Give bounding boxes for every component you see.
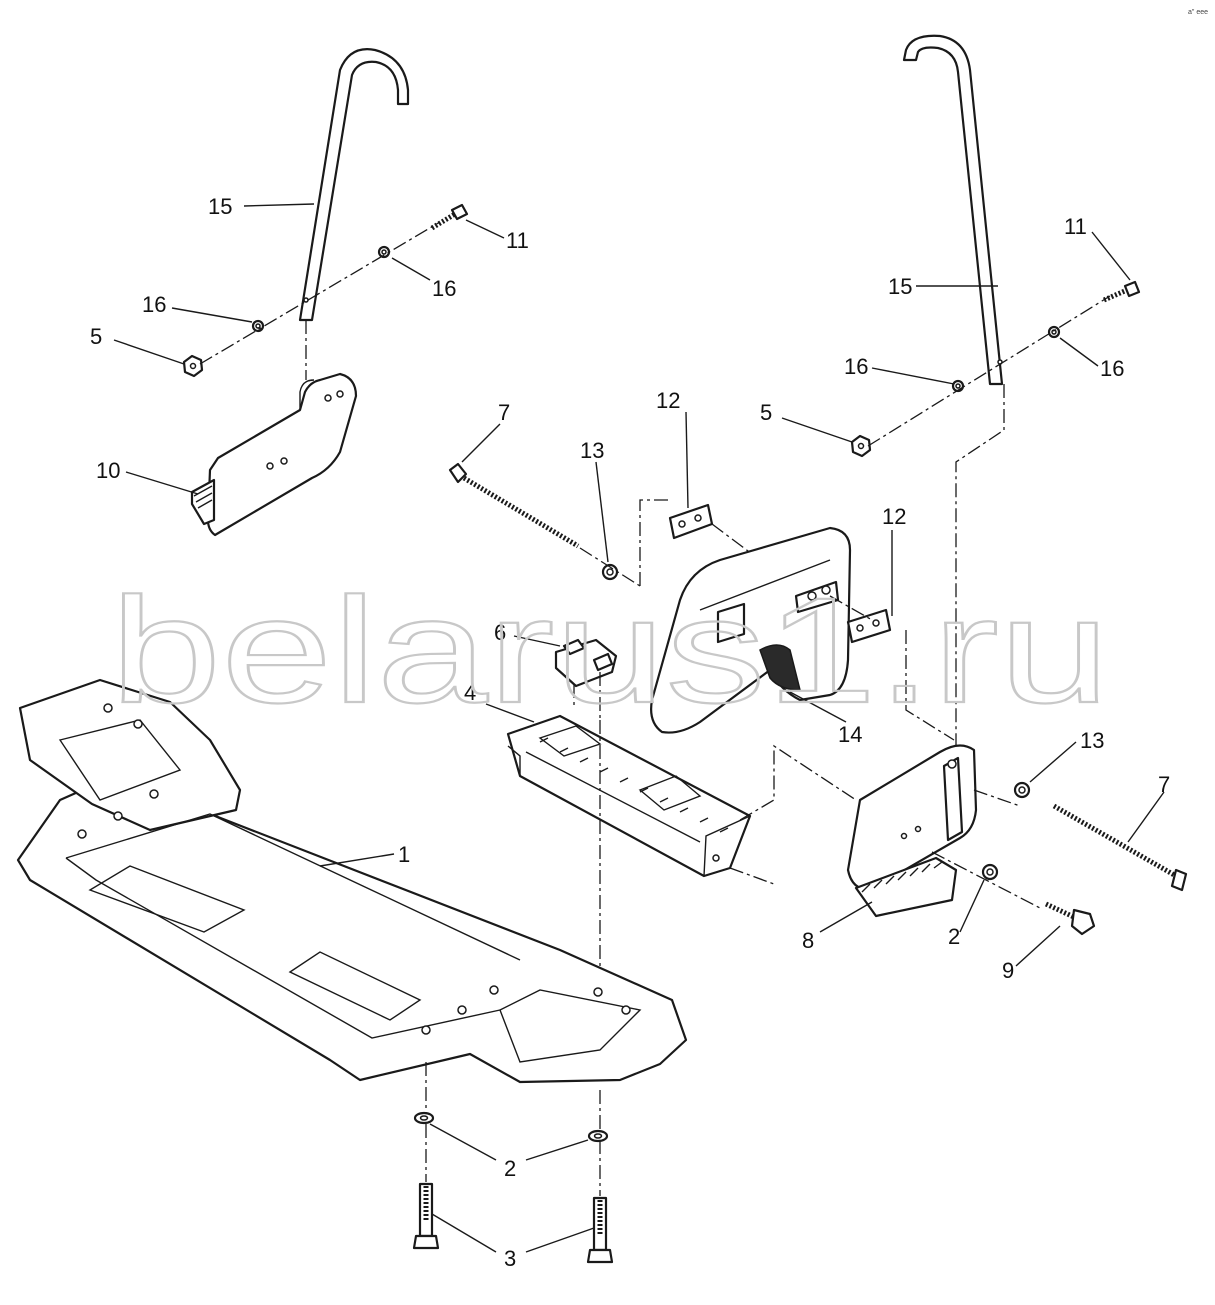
right-plate-to-bracket-axis [905,630,955,741]
step-to-right-bracket-axis [739,744,857,821]
callout-11-right: 11 [1064,214,1087,239]
callout-5-right: 5 [760,400,772,425]
callout-5-left: 5 [90,324,102,349]
callout-16-left-right: 16 [432,276,456,301]
callout-10: 10 [96,458,120,483]
callout-2-bottom: 2 [504,1156,516,1181]
callout-11-left: 11 [506,228,529,253]
left-bolt-part-11 [430,203,469,231]
left-bracket-part-10 [190,372,358,537]
callout-6: 6 [494,620,506,645]
callout-7-right: 7 [1158,772,1170,797]
right-bolt-part-11 [1103,280,1141,303]
callout-12-upper: 12 [656,388,680,413]
right-lower-bolt-axis [931,851,1041,909]
step-side-axis [729,867,775,885]
right-bracket-bolt-axis [973,789,1021,807]
callout-12-right: 12 [882,504,906,529]
right-long-bolt-part-7 [1052,803,1188,892]
callout-16-right-left: 16 [844,354,868,379]
clamp-part-6 [554,638,618,688]
right-rail-axis [955,384,1005,770]
step-cover-part-14 [650,526,852,734]
callout-14: 14 [838,722,862,747]
watermark-text: belarus1.ru [110,566,1110,734]
right-plate-part-12 [846,608,892,644]
base-frame-part-1 [16,678,688,1084]
center-bolt-axis [579,547,641,587]
callout-15-right: 15 [888,274,912,299]
corner-code: a" eee [1188,9,1208,16]
callout-3: 3 [504,1246,516,1271]
bottom-left-bolt-part-3 [412,1182,440,1250]
step-part-4 [506,714,752,878]
callout-15-left: 15 [208,194,232,219]
right-handrail-part-15 [902,34,1004,386]
left-fastener-axis [199,221,441,365]
left-handrail-part-15 [298,48,410,322]
leader-lines [113,203,1165,1253]
callout-16-right-right: 16 [1100,356,1124,381]
right-bracket-part-8 [846,744,978,918]
callout-2-right: 2 [948,924,960,949]
bottom-right-bolt-part-3 [586,1196,614,1264]
callout-8: 8 [802,928,814,953]
bolt-part-9 [1044,901,1096,936]
callout-9: 9 [1002,958,1014,983]
callout-labels: 15 11 16 16 5 10 7 13 12 6 4 1 11 15 16 … [90,194,1170,1271]
upper-plate-axis [639,499,668,586]
callout-1: 1 [398,842,410,867]
center-long-bolt-part-7 [448,462,580,549]
callout-13-right: 13 [1080,728,1104,753]
callout-13-center: 13 [580,438,604,463]
callout-16-left-left: 16 [142,292,166,317]
callout-4: 4 [464,680,476,705]
callout-7-center: 7 [498,400,510,425]
right-fastener-axis [867,295,1111,447]
upper-plate-part-12 [668,503,714,540]
right-plate-axis [829,595,873,621]
